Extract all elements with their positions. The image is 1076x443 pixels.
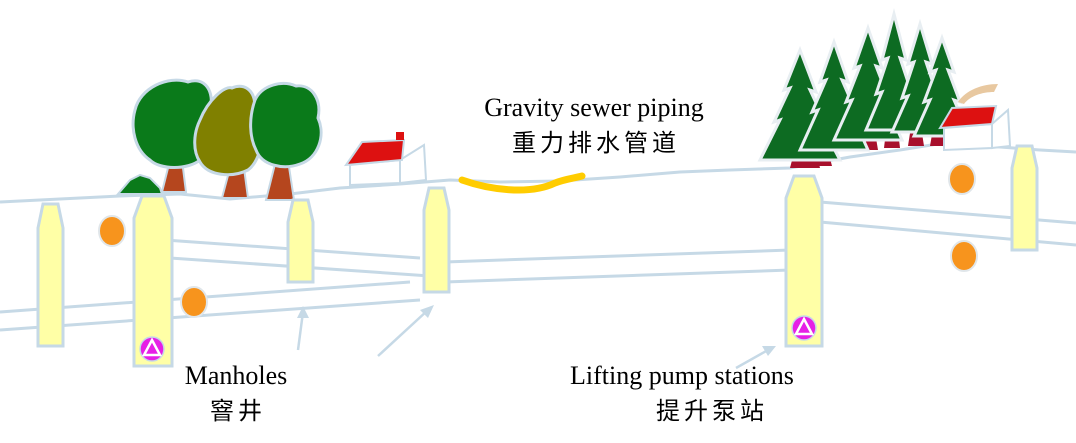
orange-markers <box>98 163 978 318</box>
manhole-shaft-3 <box>422 186 451 294</box>
pointer-arrows <box>296 305 776 370</box>
house-left <box>343 132 428 187</box>
sewer-label-zh: 重力排水管道 <box>512 130 680 157</box>
manholes-label-zh: 窨井 <box>210 398 266 425</box>
pump-icon <box>139 336 165 362</box>
manholes-label-en: Manholes <box>185 361 288 390</box>
pump-station-shaft-left <box>132 194 174 368</box>
pump-markers <box>139 315 817 362</box>
pump-stations-label-en: Lifting pump stations <box>570 361 794 390</box>
manhole-shaft-2 <box>286 198 315 284</box>
shafts <box>36 144 1039 368</box>
snow-forest <box>757 8 973 168</box>
gravity-sewer-segment <box>458 172 586 194</box>
house-right <box>938 84 1012 152</box>
pump-stations-label-zh: 提升泵站 <box>656 398 768 425</box>
manhole-shaft-1 <box>36 202 65 348</box>
pump-icon <box>791 315 817 341</box>
pump-station-shaft-right <box>784 174 824 348</box>
trees-left <box>115 78 323 201</box>
sewer-label-en: Gravity sewer piping <box>484 93 704 122</box>
manhole-shaft-4 <box>1010 144 1039 252</box>
